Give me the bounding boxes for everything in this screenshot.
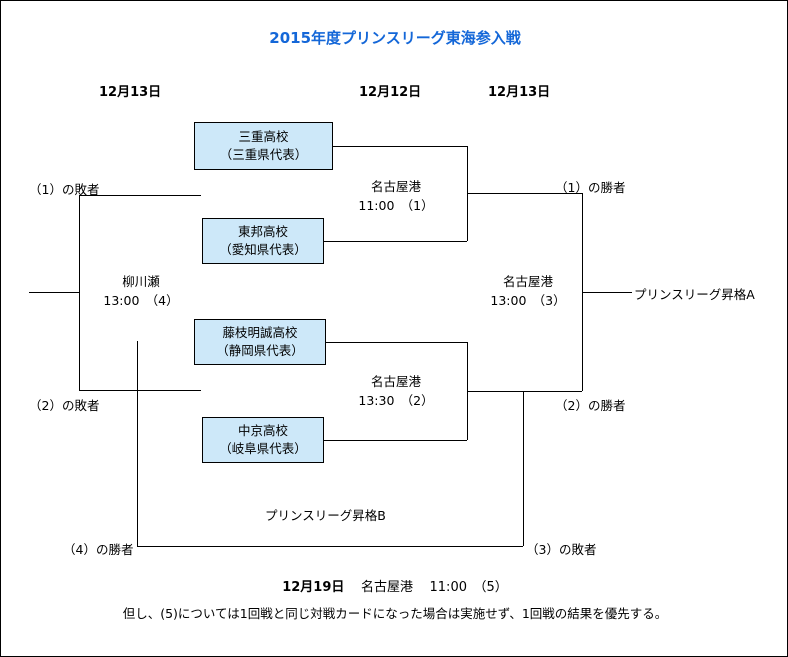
team-name: 藤枝明誠高校 — [222, 324, 298, 340]
team-box-mie: 三重高校 （三重県代表） — [194, 122, 333, 170]
date-header-left: 12月13日 — [99, 85, 162, 100]
connector-fujieda-right — [326, 342, 467, 343]
label-winner-1: （1）の勝者 — [555, 180, 626, 195]
connector-mie-right — [333, 146, 467, 147]
connector-loser2-in — [79, 390, 201, 391]
footer-date: 12月19日 — [282, 580, 345, 595]
team-name: 東邦高校 — [237, 223, 288, 239]
match-label-2: 名古屋港 13:30 （2） — [331, 373, 461, 411]
label-winner-4: （4）の勝者 — [63, 542, 134, 557]
connector-toho-right — [324, 241, 467, 242]
footer-note: 但し、(5)については1回戦と同じ対戦カードになった場合は実施せず、1回戦の結果… — [122, 606, 668, 621]
match-label-4: 柳川瀬 13:00 （4） — [76, 273, 206, 311]
match-venue: 名古屋港 — [370, 374, 421, 389]
match-time: 11:00 （1） — [358, 197, 434, 213]
team-box-fujieda: 藤枝明誠高校 （静岡県代表） — [194, 319, 326, 365]
label-loser-2: （2）の敗者 — [29, 398, 100, 413]
match-venue: 名古屋港 — [502, 274, 553, 289]
team-box-chukyo: 中京高校 （岐阜県代表） — [202, 417, 324, 463]
connector-match1-out — [467, 193, 582, 194]
match-time: 13:00 （3） — [490, 292, 566, 308]
match-label-1: 名古屋港 11:00 （1） — [331, 178, 461, 216]
date-header-right: 12月13日 — [488, 85, 551, 100]
team-region: （岐阜県代表） — [219, 441, 307, 456]
connector-match4-join — [79, 195, 80, 390]
date-header-center: 12月12日 — [359, 85, 422, 100]
connector-match3-out — [582, 292, 632, 293]
match-venue: 柳川瀬 — [122, 274, 160, 289]
page-title: 2015年度プリンスリーグ東海参入戦 — [269, 29, 521, 47]
team-region: （三重県代表） — [219, 147, 308, 162]
label-promotion-b: プリンスリーグ昇格B — [265, 508, 386, 523]
team-region: （静岡県代表） — [216, 343, 304, 358]
team-name: 中京高校 — [237, 422, 288, 438]
footer-time: 11:00 （5） — [429, 580, 508, 595]
match-venue: 名古屋港 — [370, 179, 421, 194]
connector-match5-right — [523, 391, 524, 546]
team-name: 三重高校 — [238, 128, 289, 144]
connector-match5-left — [137, 341, 138, 546]
label-promotion-a: プリンスリーグ昇格A — [634, 287, 755, 302]
team-region: （愛知県代表） — [219, 242, 307, 257]
footer-venue: 名古屋港 — [360, 580, 413, 595]
connector-match5-bar — [137, 546, 523, 547]
match-label-3: 名古屋港 13:00 （3） — [463, 273, 593, 311]
label-loser-1: （1）の敗者 — [29, 182, 100, 197]
match-time: 13:00 （4） — [103, 292, 179, 308]
connector-chukyo-right — [324, 440, 467, 441]
connector-match2-out — [467, 391, 582, 392]
footer-match5-info: 12月19日 名古屋港 11:00 （5） — [1, 576, 787, 595]
label-winner-2: （2）の勝者 — [555, 398, 626, 413]
match-time: 13:30 （2） — [358, 392, 434, 408]
team-box-toho: 東邦高校 （愛知県代表） — [202, 218, 324, 264]
connector-match4-out — [29, 292, 79, 293]
connector-loser1-in — [79, 195, 201, 196]
label-loser-3: （3）の敗者 — [526, 542, 597, 557]
